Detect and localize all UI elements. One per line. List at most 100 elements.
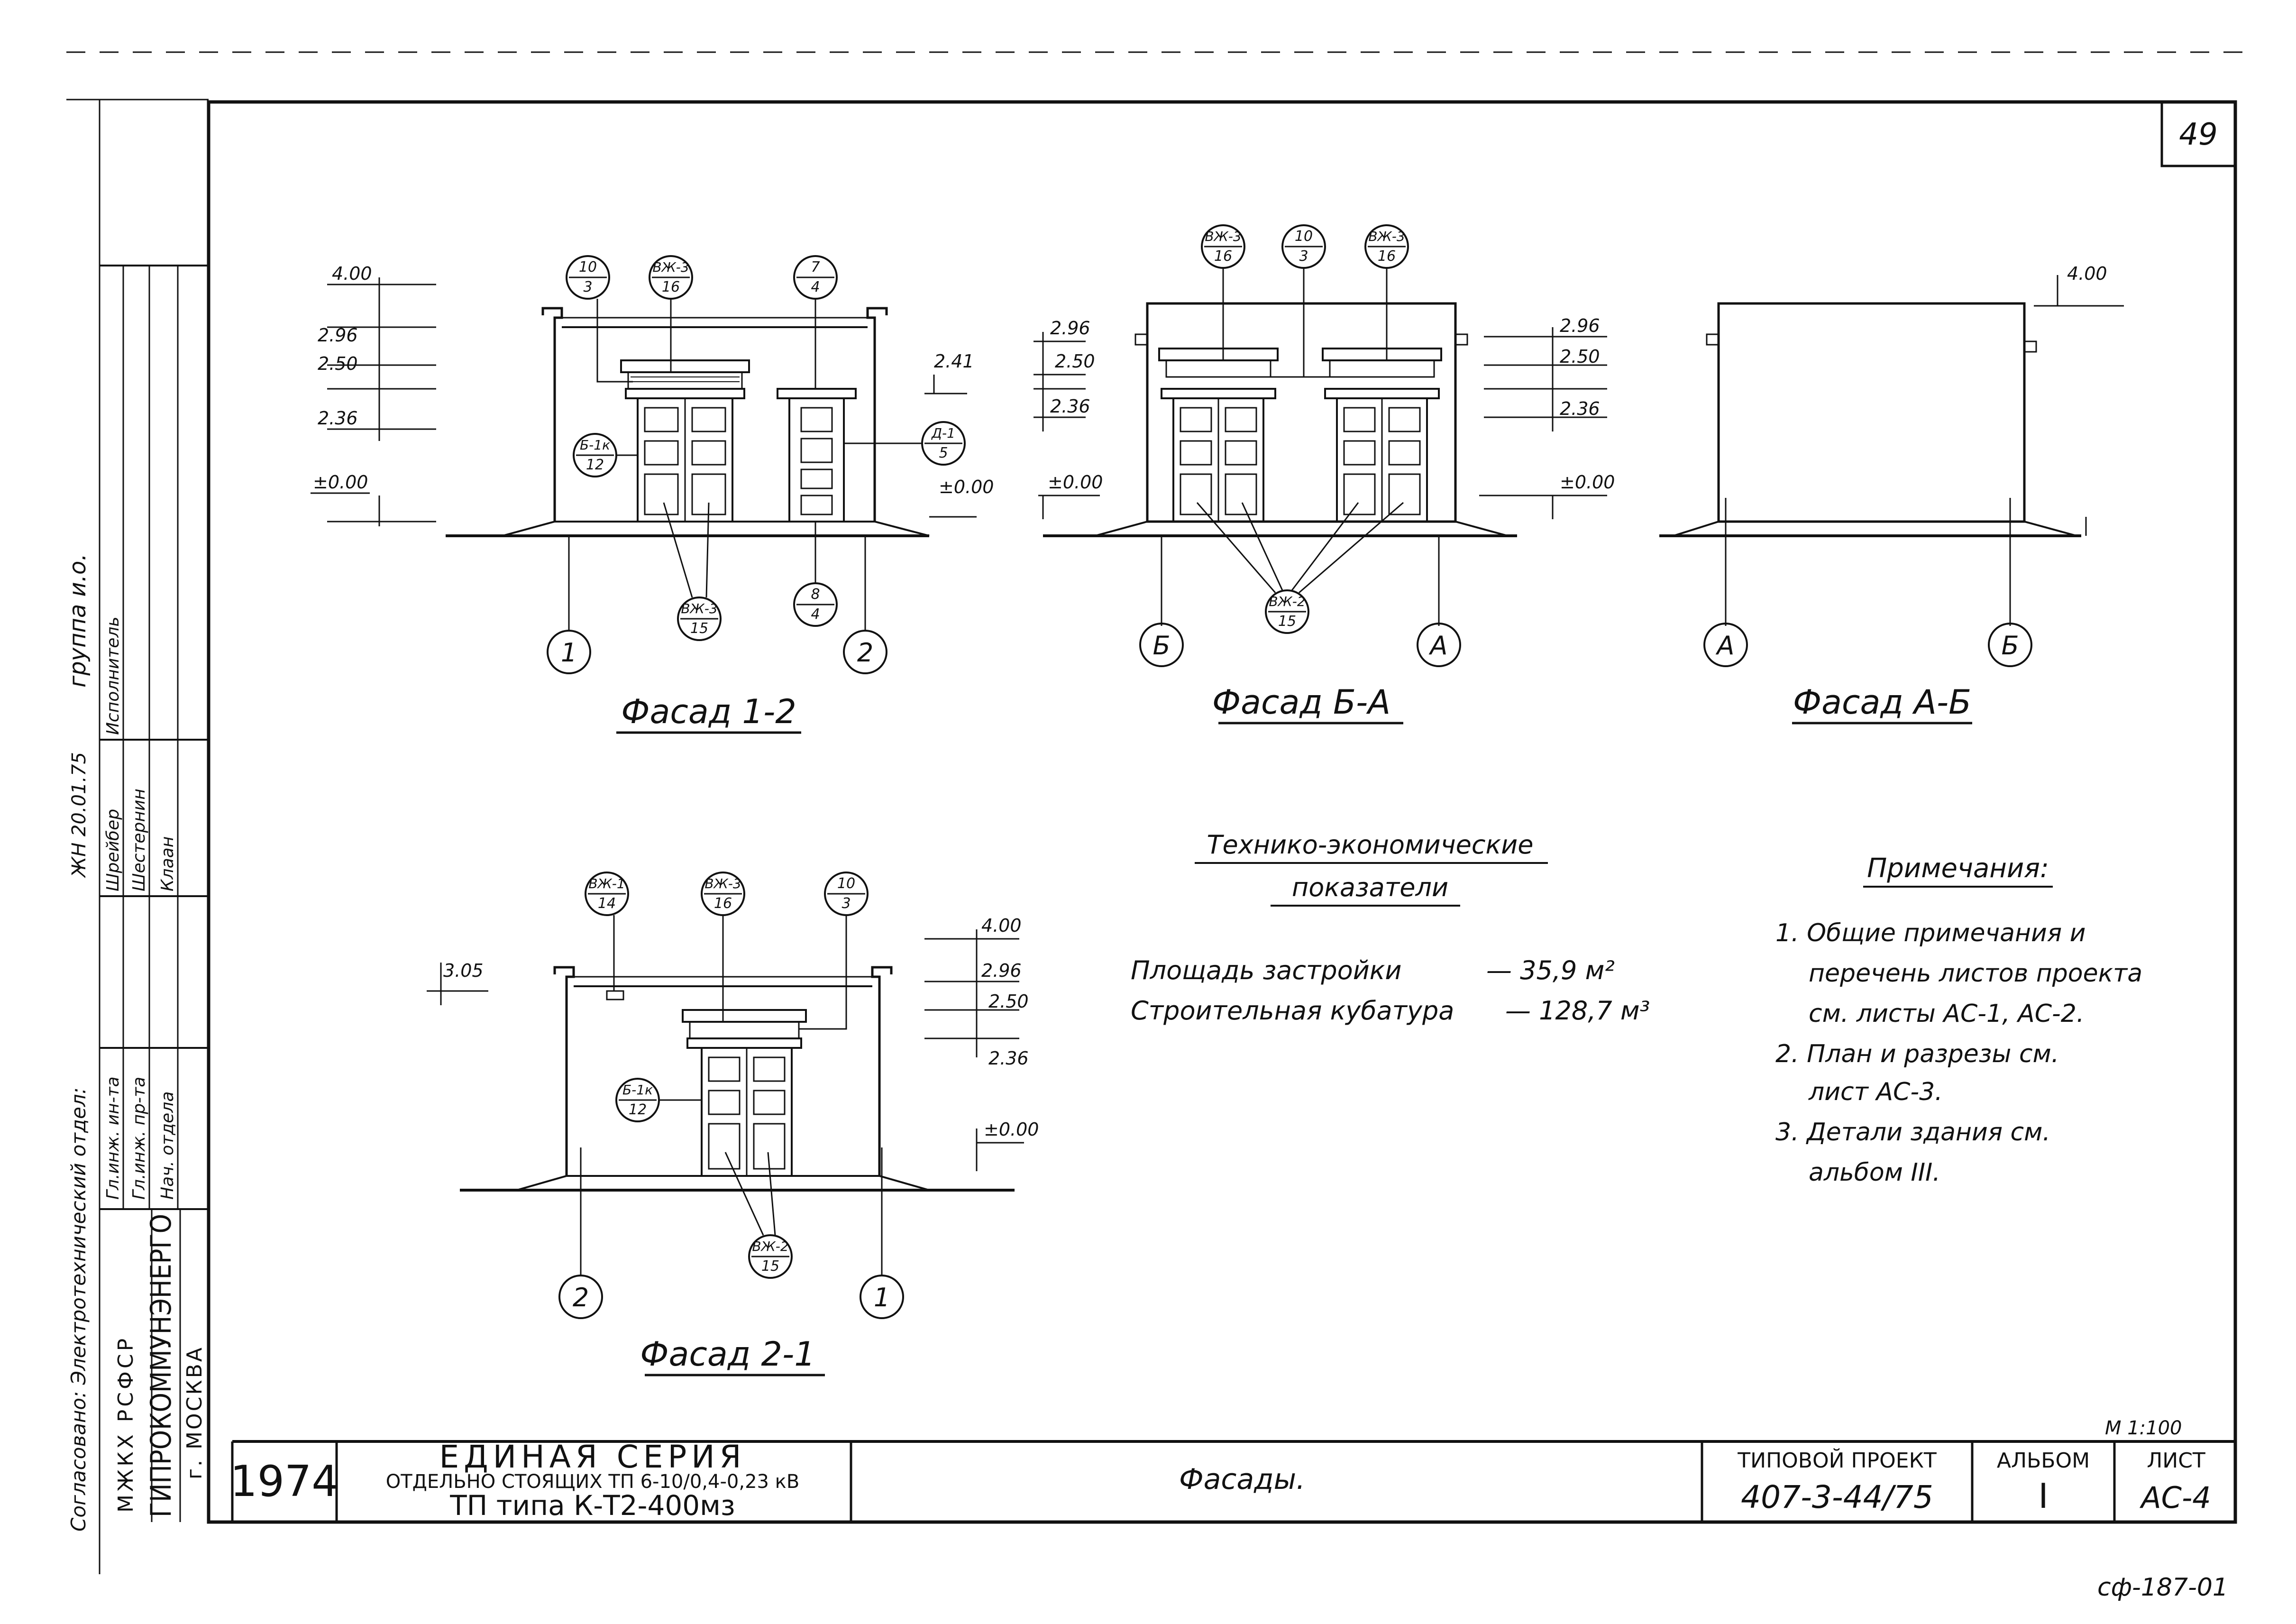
level-marks-1-2: 4.00 2.96 2.50 2.36 ±0.00 2.41 ±0.00 — [311, 263, 994, 526]
svg-text:2.36: 2.36 — [1050, 396, 1090, 417]
role-gl-inzh-prta: Гл.инж. пр-та — [129, 1077, 149, 1200]
callout-7-4: 7 4 — [793, 255, 838, 389]
axis-1: 1 — [561, 638, 577, 668]
svg-text:4: 4 — [811, 279, 820, 295]
svg-text:14: 14 — [598, 895, 616, 912]
callout-vzh3-16-left: ВЖ-3 16 — [1201, 224, 1245, 360]
svg-text:16: 16 — [1214, 248, 1232, 265]
note-line-5: лист АС-3. — [1808, 1078, 1943, 1106]
svg-text:16: 16 — [662, 279, 680, 295]
title-block: 1974 ЕДИНАЯ СЕРИЯ ОТДЕЛЬНО СТОЯЩИХ ТП 6-… — [230, 1439, 2235, 1522]
level-marks-2-1: 3.05 4.00 2.96 2.50 2.36 ±0.00 — [427, 915, 1039, 1171]
level-000: ±0.00 — [313, 472, 368, 493]
callout-10-3-2-1: 10 3 — [799, 872, 869, 1030]
svg-text:15: 15 — [761, 1258, 779, 1275]
side-stamp: Согласовано: Электротехнический отдел: г… — [64, 265, 209, 1532]
svg-text:16: 16 — [714, 895, 732, 912]
callout-vzh2-15: ВЖ-2 15 — [1196, 502, 1404, 634]
callout-vzh3-16-2-1: ВЖ-3 16 — [701, 872, 745, 1022]
axis-B2: Б — [2001, 631, 2019, 661]
callout-vzh1-14: ВЖ-1 14 — [585, 872, 629, 991]
svg-text:±0.00: ±0.00 — [984, 1119, 1039, 1140]
axis-1b: 1 — [874, 1283, 890, 1312]
svg-text:15: 15 — [1278, 613, 1296, 630]
sheet-frame — [207, 100, 2237, 1524]
note-line-7: альбом III. — [1809, 1158, 1940, 1187]
album-label: АЛЬБОМ — [1997, 1449, 2090, 1473]
tech-indicators: Технико-экономические показатели Площадь… — [1131, 830, 1650, 1026]
facade-1-2: 4.00 2.96 2.50 2.36 ±0.00 2.41 ±0.00 10 … — [311, 255, 994, 734]
callout-b1k-12: Б-1к 12 — [573, 433, 638, 477]
svg-text:12: 12 — [629, 1101, 647, 1118]
group-label: группа и.о. — [64, 553, 91, 688]
level-000-r: ±0.00 — [939, 477, 994, 497]
axis-2b: 2 — [573, 1283, 589, 1312]
svg-text:ВЖ-3: ВЖ-3 — [1368, 229, 1405, 244]
svg-text:12: 12 — [586, 457, 604, 473]
callout-10-3-mid: 10 3 — [1271, 224, 1330, 378]
svg-text:ВЖ-2: ВЖ-2 — [1269, 594, 1305, 609]
note-line-2: перечень листов проекта — [1809, 959, 2142, 988]
facade-title-2-1: Фасад 2-1 — [640, 1335, 815, 1374]
callout-b1k-12-2-1: Б-1к 12 — [615, 1078, 702, 1122]
svg-text:10: 10 — [579, 259, 597, 275]
corner-code: сф-187-01 — [2097, 1573, 2228, 1602]
callout-vzh3-15: ВЖ-3 15 — [663, 502, 722, 641]
note-line-6: 3. Детали здания см. — [1775, 1118, 2050, 1147]
svg-text:7: 7 — [811, 259, 820, 275]
svg-text:2.36: 2.36 — [1560, 398, 1600, 419]
svg-text:ВЖ-3: ВЖ-3 — [704, 876, 741, 891]
svg-text:2.50: 2.50 — [1560, 346, 1600, 367]
svg-text:±0.00: ±0.00 — [1048, 472, 1103, 493]
axis-B: Б — [1153, 631, 1170, 661]
callout-vzh3-16-right: ВЖ-3 16 — [1364, 224, 1409, 360]
name-shreyber: Шрейбер — [103, 809, 123, 891]
callout-10-3: 10 3 — [566, 255, 633, 383]
svg-text:3: 3 — [583, 279, 592, 295]
org-name: ГИПРОКОММУНЭНЕРГО — [145, 1214, 178, 1517]
svg-text:ВЖ-2: ВЖ-2 — [752, 1239, 788, 1254]
svg-text:3: 3 — [842, 895, 851, 912]
svg-text:ВЖ-3: ВЖ-3 — [681, 601, 717, 616]
level-400-AB: 4.00 — [2067, 263, 2107, 284]
tech-row-2-value: — 128,7 м³ — [1505, 996, 1650, 1026]
org-ministry: МЖКХ РСФСР — [114, 1336, 138, 1513]
callout-vzh2-15-2-1: ВЖ-2 15 — [724, 1152, 793, 1279]
axis-A: А — [1429, 631, 1448, 661]
sheet-title: Фасады. — [1179, 1463, 1305, 1496]
facade-A-B: 4.00 А Б Фасад А-Б — [1659, 263, 2124, 725]
svg-text:ВЖ-1: ВЖ-1 — [588, 876, 625, 891]
year: 1974 — [230, 1457, 338, 1506]
svg-text:Б-1к: Б-1к — [580, 437, 610, 453]
svg-text:3: 3 — [1299, 248, 1308, 265]
svg-text:3.05: 3.05 — [443, 960, 484, 981]
tech-row-1-value: — 35,9 м² — [1486, 955, 1615, 985]
series-line1: ЕДИНАЯ СЕРИЯ — [439, 1439, 746, 1475]
axis-A2: А — [1716, 631, 1735, 661]
facade-title-A-B: Фасад А-Б — [1793, 683, 1971, 722]
svg-text:2.96: 2.96 — [981, 960, 1022, 981]
tech-row-2-label: Строительная кубатура — [1131, 996, 1454, 1026]
callout-vzh3-16: ВЖ-3 16 — [649, 255, 693, 372]
level-250: 2.50 — [318, 353, 358, 374]
role-ispolnitel: Исполнитель — [103, 616, 123, 735]
project-value: 407-3-44/75 — [1741, 1479, 1933, 1515]
svg-text:2.96: 2.96 — [1560, 315, 1600, 336]
facade-2-1: 3.05 4.00 2.96 2.50 2.36 ±0.00 ВЖ-1 14 В… — [427, 872, 1039, 1376]
series-line3: ТП типа К-Т2-400мз — [449, 1489, 735, 1522]
svg-text:4.00: 4.00 — [981, 915, 1022, 936]
level-marks-B-A: 2.96 2.50 2.36 ±0.00 2.96 2.50 2.36 ±0.0… — [1034, 315, 1615, 519]
axis-2: 2 — [857, 638, 873, 668]
tech-title-2: показатели — [1292, 872, 1448, 902]
svg-text:ВЖ-3: ВЖ-3 — [1205, 229, 1241, 244]
note-line-1: 1. Общие примечания и — [1775, 919, 2086, 947]
svg-text:Д-1: Д-1 — [931, 425, 955, 441]
svg-text:8: 8 — [811, 586, 820, 603]
name-klaan: Клаан — [158, 836, 177, 891]
level-241: 2.41 — [934, 351, 974, 372]
level-236: 2.36 — [318, 408, 358, 429]
role-gl-inzh-inta: Гл.инж. ин-та — [103, 1076, 123, 1200]
level-400: 4.00 — [332, 263, 372, 284]
album-value: I — [2038, 1476, 2048, 1516]
